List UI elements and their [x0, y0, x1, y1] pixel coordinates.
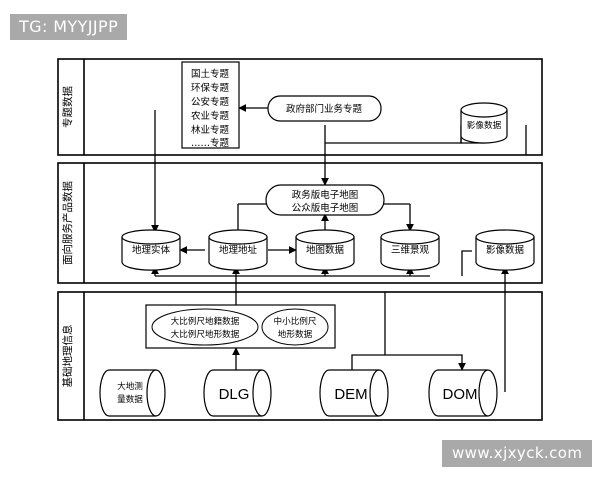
label-three-d-scene: 三维景观 — [391, 244, 430, 256]
connector-imagemid-left-tail — [461, 250, 472, 276]
label-mid-small-scale-line2: 地形数据 — [278, 328, 313, 340]
node-large-scale[interactable] — [151, 308, 259, 346]
label-gov-business: 政府部门业务专题 — [286, 103, 363, 115]
label-dom: DOM — [443, 386, 478, 403]
thematic-item-0: 国土专题 — [191, 68, 230, 80]
label-image-data-mid: 影像数据 — [486, 244, 525, 256]
node-gov-business[interactable] — [267, 95, 382, 122]
thematic-item-2: 公安专题 — [191, 96, 230, 108]
node-emap[interactable] — [265, 184, 385, 216]
label-mid-small-scale-line1: 中小比例尺 — [274, 315, 317, 327]
label-image-data-top: 影像数据 — [467, 119, 502, 131]
watermark-tag: TG: MYYJJPP — [10, 14, 128, 40]
label-dlg: DLG — [219, 386, 250, 403]
connector-trunk-to-dom — [385, 354, 466, 371]
node-dom[interactable] — [428, 369, 498, 417]
label-geo-address: 地理地址 — [219, 244, 258, 256]
label-emap-line1: 政务版电子地图 — [292, 189, 359, 201]
section-box-service — [57, 162, 543, 284]
connector-imagetop-route — [325, 125, 462, 144]
thematic-item-1: 环保专题 — [191, 82, 230, 94]
node-three-d-scene[interactable] — [380, 229, 440, 271]
label-geo-entity: 地理实体 — [132, 244, 171, 256]
node-dem[interactable] — [319, 369, 389, 417]
node-image-data-mid[interactable] — [475, 229, 535, 271]
section-label-base: 基础地理信息 — [61, 325, 74, 388]
label-dem: DEM — [334, 386, 367, 403]
section-label-thematic: 专题数据 — [61, 86, 74, 128]
node-image-data-top[interactable] — [460, 102, 508, 144]
node-geodetic[interactable] — [99, 369, 166, 417]
label-map-data: 地图数据 — [306, 244, 345, 256]
section-box-base — [57, 291, 543, 421]
label-geodetic-line2: 量数据 — [117, 393, 143, 405]
node-geo-address[interactable] — [208, 229, 268, 271]
thematic-item-4: 林业专题 — [191, 124, 230, 136]
section-label-service: 面向服务产品数据 — [61, 181, 74, 265]
watermark-url: www.xjxyck.com — [442, 440, 593, 467]
node-map-data[interactable] — [295, 229, 355, 271]
node-geo-entity[interactable] — [121, 229, 181, 271]
thematic-item-5: ……专题 — [191, 137, 230, 149]
label-large-scale-line1: 大比例尺地籍数据 — [171, 315, 240, 327]
label-emap-line2: 公众版电子地图 — [292, 202, 359, 214]
thematic-item-3: 农业专题 — [191, 110, 230, 122]
label-geodetic-line1: 大地测 — [117, 380, 143, 392]
section-box-thematic — [57, 58, 543, 156]
node-mid-small-scale[interactable] — [261, 308, 329, 346]
node-dlg[interactable] — [203, 369, 272, 417]
label-large-scale-line2: 大比例尺地形数据 — [171, 328, 240, 340]
connector-trunk-to-dem — [351, 354, 385, 370]
thematic-list-box — [181, 61, 240, 149]
